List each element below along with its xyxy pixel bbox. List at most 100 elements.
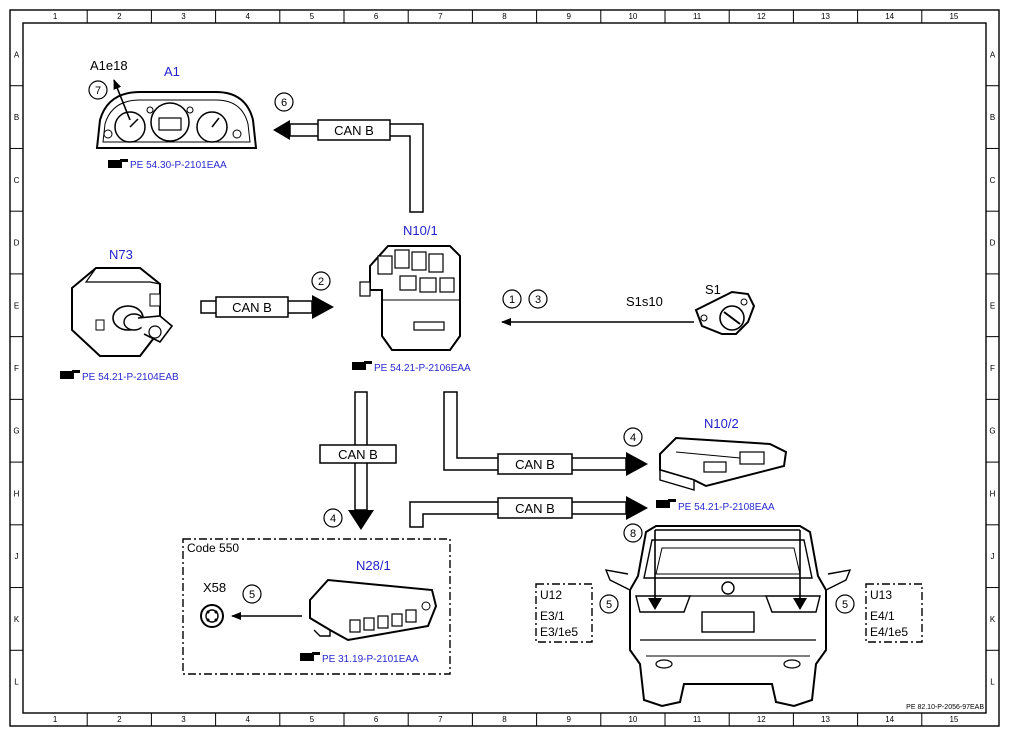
grid-column-label: 13 <box>821 12 830 21</box>
grid-row-label: K <box>14 615 20 624</box>
step-7-marker: 7 <box>88 80 108 100</box>
hand-pointer-icon <box>60 370 80 379</box>
svg-text:3: 3 <box>535 294 541 306</box>
grid-row-label: E <box>990 301 995 310</box>
grid-column-label: 9 <box>566 715 571 724</box>
x58-label: X58 <box>203 580 226 595</box>
grid-row-label: A <box>14 50 20 59</box>
trailer-socket-x58 <box>200 604 224 628</box>
n28-1-reference: PE 31.19-P-2101EAA <box>322 654 419 665</box>
can-b-label: CAN B <box>515 457 555 472</box>
a1e18-pointer-arrow <box>113 79 131 121</box>
svg-text:4: 4 <box>330 513 336 525</box>
svg-text:8: 8 <box>630 528 636 540</box>
outer-frame <box>9 9 1000 727</box>
grid-row-label: D <box>14 239 20 248</box>
s1s10-label: S1s10 <box>626 294 663 309</box>
grid-labels: 1122334455667788991010111112121313141415… <box>13 12 995 724</box>
grid-column-label: 10 <box>628 12 637 21</box>
svg-text:5: 5 <box>606 599 612 611</box>
svg-text:1: 1 <box>509 294 515 306</box>
n73-label: N73 <box>109 247 133 262</box>
grid-row-label: A <box>990 50 996 59</box>
lamp-right-line2: E4/1 <box>870 609 895 623</box>
grid-row-label: K <box>990 615 996 624</box>
grid-column-label: 4 <box>245 12 250 21</box>
step-1-marker: 1 <box>502 289 522 309</box>
hand-pointer-icon <box>656 499 676 508</box>
lamp-left-line1: U12 <box>540 588 562 602</box>
grid-column-label: 5 <box>310 12 315 21</box>
can-b-label: CAN B <box>334 123 374 138</box>
grid-row-label: J <box>991 552 995 561</box>
grid-row-label: H <box>990 489 996 498</box>
grid-column-label: 1 <box>53 715 58 724</box>
step-3-marker: 3 <box>528 289 548 309</box>
grid-column-label: 11 <box>693 715 702 724</box>
grid-column-label: 5 <box>310 715 315 724</box>
a1-reference: PE 54.30-P-2101EAA <box>130 160 227 171</box>
inner-frame <box>22 22 987 714</box>
grid-column-label: 6 <box>374 715 379 724</box>
step-2-marker: 2 <box>311 271 331 291</box>
grid-column-label: 3 <box>181 715 186 724</box>
grid-column-label: 8 <box>502 715 507 724</box>
grid-ticks <box>10 10 999 726</box>
can-b-bus-n28-1-to-n10-2: CAN B <box>409 496 648 528</box>
rear-sam-control-unit-n10-2 <box>659 436 788 491</box>
grid-column-label: 11 <box>693 12 702 21</box>
a1e18-label: A1e18 <box>90 58 128 73</box>
grid-row-label: J <box>15 552 19 561</box>
grid-column-label: 14 <box>885 12 894 21</box>
grid-row-label: G <box>13 427 19 436</box>
grid-column-label: 8 <box>502 12 507 21</box>
can-b-bus-n73-to-n10-1: CAN B <box>200 295 334 319</box>
n10-1-reference: PE 54.21-P-2106EAA <box>374 363 471 374</box>
grid-column-label: 13 <box>821 715 830 724</box>
n73-reference: PE 54.21-P-2104EAB <box>82 372 179 383</box>
s1-label: S1 <box>705 282 721 297</box>
step-8-marker: 8 <box>623 523 643 543</box>
lamp-right-line3: E4/1e5 <box>870 625 908 639</box>
step-5-marker: 5 <box>242 584 262 604</box>
n10-2-to-rear-lamps-lines <box>648 529 807 610</box>
grid-column-label: 7 <box>438 12 443 21</box>
hand-pointer-icon <box>352 361 372 370</box>
grid-row-label: H <box>14 489 20 498</box>
grid-column-label: 15 <box>949 715 958 724</box>
grid-column-label: 10 <box>628 715 637 724</box>
lamp-left-line3: E3/1e5 <box>540 625 578 639</box>
grid-column-label: 9 <box>566 12 571 21</box>
light-switch-s1 <box>694 290 756 335</box>
grid-column-label: 15 <box>949 12 958 21</box>
grid-column-label: 12 <box>757 715 766 724</box>
can-b-label: CAN B <box>232 300 272 315</box>
grid-row-label: G <box>989 427 995 436</box>
svg-text:7: 7 <box>95 85 101 97</box>
can-b-bus-n10-1-to-n28-1: CAN B <box>319 391 397 530</box>
grid-column-label: 4 <box>245 715 250 724</box>
grid-column-label: 7 <box>438 715 443 724</box>
svg-text:5: 5 <box>249 589 255 601</box>
ignition-switch-n73 <box>71 267 174 357</box>
step-4-marker: 4 <box>323 508 343 528</box>
grid-column-label: 6 <box>374 12 379 21</box>
hand-pointer-icon <box>300 652 320 661</box>
code-550-box <box>182 538 451 675</box>
can-b-label: CAN B <box>338 447 378 462</box>
grid-row-label: C <box>14 176 20 185</box>
can-b-label: CAN B <box>515 501 555 516</box>
trailer-control-unit-n28-1 <box>309 578 438 642</box>
svg-text:6: 6 <box>281 97 287 109</box>
grid-row-label: F <box>990 364 995 373</box>
grid-row-label: E <box>14 301 19 310</box>
grid-row-label: B <box>990 113 995 122</box>
lamp-box-left <box>535 583 593 643</box>
svg-text:5: 5 <box>842 599 848 611</box>
grid-column-label: 2 <box>117 12 122 21</box>
grid-row-label: L <box>14 678 19 687</box>
a1-label: A1 <box>164 64 180 79</box>
svg-text:2: 2 <box>318 276 324 288</box>
hand-pointer-icon <box>108 159 128 168</box>
